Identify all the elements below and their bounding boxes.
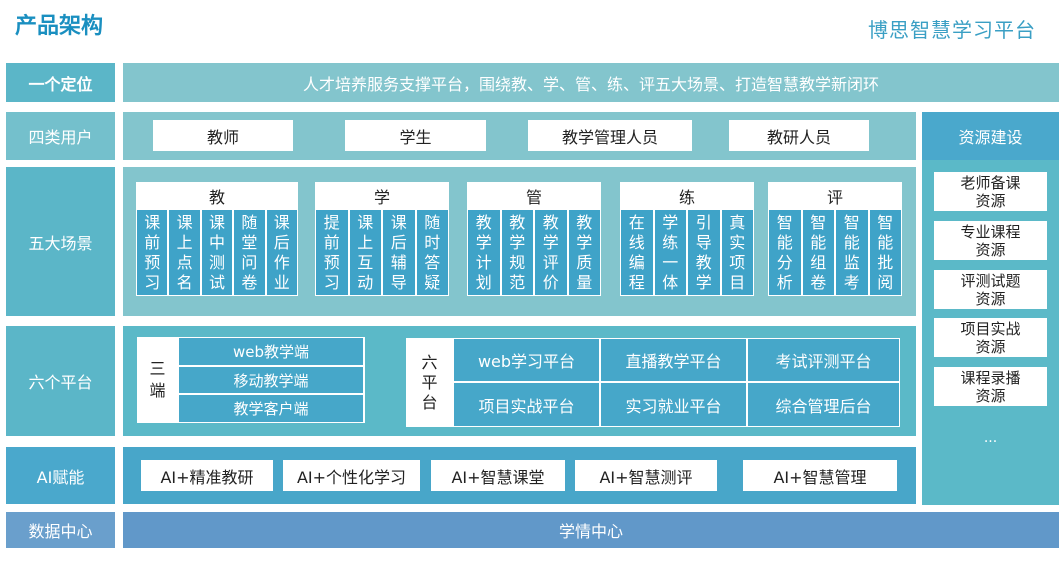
brand-title: 博思智慧学习平台 [868, 18, 1036, 42]
scene-group-title: 练 [678, 187, 695, 207]
scene-item: 课中测试 [200, 209, 234, 296]
resource-item: 课程录播资源 [934, 367, 1047, 406]
users-label: 四类用户 [6, 112, 115, 160]
platform-item: 项目实战平台 [453, 382, 600, 427]
scene-item: 智能批阅 [868, 209, 902, 296]
scene-item: 随时答疑 [415, 209, 449, 296]
scene-item: 教学计划 [467, 209, 501, 296]
scene-item: 教学评价 [534, 209, 568, 296]
ai-row: AI+精准教研 AI+个性化学习 AI+智慧课堂 AI+智慧测评 AI+智慧管理 [123, 447, 916, 504]
user-type-box: 教研人员 [729, 120, 869, 151]
scene-item: 引导教学 [687, 209, 721, 296]
scene-group-title: 管 [525, 187, 542, 207]
scene-group-0: 教课前预习课上点名课中测试随堂问卷课后作业 [136, 182, 298, 296]
data-center-text: 学情中心 [123, 512, 1059, 548]
three-ends-label: 三端 [149, 359, 166, 400]
user-type-box: 教师 [153, 120, 293, 151]
end-item: 教学客户端 [178, 394, 364, 423]
scene-group-2: 管教学计划教学规范教学评价教学质量 [467, 182, 601, 296]
ai-label: AI赋能 [6, 447, 115, 504]
scene-item: 课后辅导 [382, 209, 416, 296]
platform-item: 直播教学平台 [600, 338, 747, 382]
scene-item: 在线编程 [620, 209, 654, 296]
scene-item: 提前预习 [315, 209, 349, 296]
user-type-box: 学生 [345, 120, 486, 151]
scene-item: 智能组卷 [801, 209, 835, 296]
scene-group-title: 评 [826, 187, 843, 207]
ai-item: AI+智慧测评 [575, 460, 717, 491]
scene-group-1: 学提前预习课上互动课后辅导随时答疑 [315, 182, 449, 296]
scene-item: 课前预习 [136, 209, 169, 296]
three-ends-box: 三端 web教学端 移动教学端 教学客户端 [137, 337, 365, 423]
platform-item: web学习平台 [453, 338, 600, 382]
ai-item: AI+精准教研 [141, 460, 273, 491]
scene-item: 课上点名 [168, 209, 201, 296]
six-platforms-label: 六平台 [421, 352, 438, 412]
resource-item: 评测试题资源 [934, 270, 1047, 309]
platform-item: 实习就业平台 [600, 382, 747, 427]
resource-item: 老师备课资源 [934, 172, 1047, 211]
scene-item: 随堂问卷 [233, 209, 266, 296]
end-item: web教学端 [178, 337, 364, 366]
platform-item: 考试评测平台 [747, 338, 900, 382]
six-platforms-box: 六平台 web学习平台直播教学平台考试评测平台项目实战平台实习就业平台综合管理后… [406, 338, 900, 427]
scene-group-3: 练在线编程学练一体引导教学真实项目 [620, 182, 754, 296]
data-center-label: 数据中心 [6, 512, 115, 548]
platforms-row: 三端 web教学端 移动教学端 教学客户端 六平台 web学习平台直播教学平台考… [123, 326, 916, 436]
positioning-label: 一个定位 [6, 63, 115, 102]
end-item: 移动教学端 [178, 366, 364, 394]
scenes-label: 五大场景 [6, 167, 115, 316]
scene-item: 学练一体 [653, 209, 687, 296]
resources-title: 资源建设 [922, 112, 1059, 160]
platforms-label: 六个平台 [6, 326, 115, 436]
resources-more: ... [983, 430, 998, 446]
users-row: 教师 学生 教学管理人员 教研人员 [123, 112, 916, 160]
scene-item: 课后作业 [265, 209, 298, 296]
ai-item: AI+智慧课堂 [431, 460, 565, 491]
resource-item: 项目实战资源 [934, 318, 1047, 357]
scene-item: 智能监考 [835, 209, 869, 296]
scene-item: 真实项目 [720, 209, 754, 296]
scenes-row: 教课前预习课上点名课中测试随堂问卷课后作业学提前预习课上互动课后辅导随时答疑管教… [123, 167, 916, 316]
scene-item: 教学规范 [500, 209, 534, 296]
scene-group-title: 教 [208, 187, 225, 207]
page-title: 产品架构 [15, 14, 104, 39]
resource-item: 专业课程资源 [934, 221, 1047, 260]
scene-item: 智能分析 [768, 209, 802, 296]
ai-item: AI+个性化学习 [283, 460, 420, 491]
platform-item: 综合管理后台 [747, 382, 900, 427]
scene-group-4: 评智能分析智能组卷智能监考智能批阅 [768, 182, 902, 296]
ai-item: AI+智慧管理 [743, 460, 897, 491]
scene-item: 课上互动 [348, 209, 382, 296]
scene-item: 教学质量 [567, 209, 601, 296]
scene-group-title: 学 [373, 187, 390, 207]
positioning-text: 人才培养服务支撑平台，围绕教、学、管、练、评五大场景、打造智慧教学新闭环 [123, 63, 1059, 102]
user-type-box: 教学管理人员 [528, 120, 692, 151]
